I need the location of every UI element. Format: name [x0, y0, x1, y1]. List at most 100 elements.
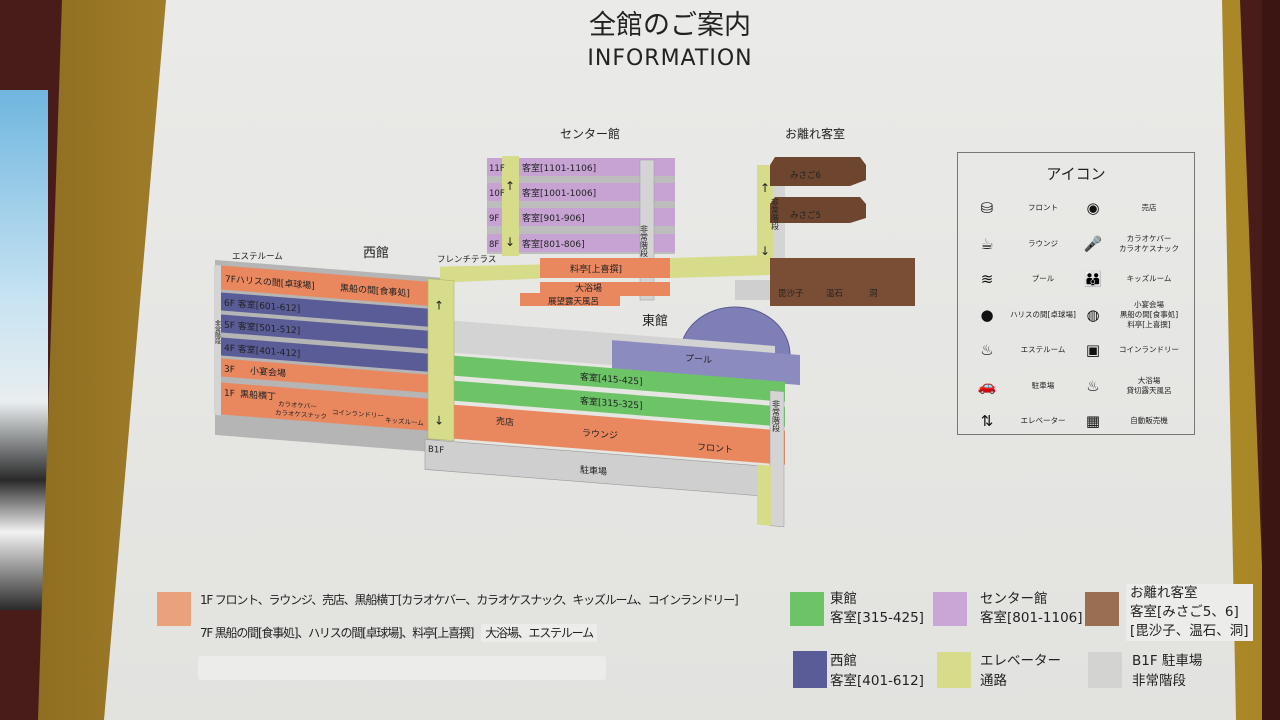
floor-9f [487, 208, 675, 226]
legend-purple-2: 客室[801-1106] [980, 610, 1083, 626]
ryotei-label: 料亭[上喜撰] [570, 263, 622, 275]
stairs-label: 非常階段 [772, 399, 781, 433]
icon-legend-label: 小宴会場 [1134, 299, 1164, 309]
icon-legend-label: 自動販売機 [1130, 416, 1168, 425]
up-arrow-icon: ↑ [434, 298, 444, 313]
icon-legend-label: カラオケバー [1126, 233, 1172, 243]
floor-3f-label: 3F [224, 365, 235, 376]
legend-orange-7f-b: 大浴場、エステルーム [481, 624, 597, 642]
room-label: 温石 [826, 288, 843, 299]
icon-legend-label: コインランドリー [1119, 345, 1179, 354]
icon-legend-label: プール [1031, 274, 1055, 283]
icon-legend-label: 大浴場 [1137, 375, 1161, 385]
legend-orange-7f-row: 7F 黒船の間[食事処]、ハリスの間[卓球場]、料亭[上喜撰] 大浴場、エステル… [200, 624, 597, 642]
stairs-label: 非常階段 [640, 224, 649, 258]
icon-legend-item: 🎤カラオケバーカラオケスナック [1076, 229, 1188, 259]
center-building-label: センター館 [560, 126, 620, 141]
room-label: 洞 [869, 288, 878, 299]
icon-legend-item: ⇅エレベーター [970, 406, 1082, 436]
swatch-green [790, 592, 824, 626]
misago6-label: みさご6 [790, 170, 821, 181]
open-bath-label: 展望露天風呂 [548, 296, 599, 307]
swatch-yellow [937, 652, 971, 688]
room-label: 客室[901-906] [522, 212, 585, 224]
title-en: INFORMATION [587, 46, 752, 71]
down-arrow-icon: ↓ [434, 413, 444, 428]
b1f-label: B1F [428, 445, 444, 456]
kids-room-label: キッズルーム [385, 415, 424, 427]
swimmer-icon: ≋ [980, 270, 994, 288]
pool-label: プール [685, 353, 712, 366]
floor-label: 8F [489, 240, 499, 250]
legend-blue-1: 西館 [830, 653, 857, 669]
karaoke-bar-label: カラオケバー [278, 400, 317, 411]
massage-icon: ♨ [980, 341, 994, 359]
west-elevator [427, 278, 455, 442]
room-label: 客室[1001-1006] [522, 187, 596, 199]
floor-8f [487, 234, 675, 252]
aesthetic-label: エステルーム [232, 252, 283, 262]
icon-legend-label: フロント [1028, 203, 1058, 212]
floor-label: 10F [489, 189, 505, 199]
icon-legend-item: ▣ コインランドリー [1076, 335, 1188, 365]
shop-icon: ◉ [1086, 199, 1100, 217]
icon-legend-item: ♨エステルーム [970, 335, 1082, 365]
washing-machine-icon: ▣ [1085, 341, 1101, 359]
ping-pong-icon: ● [980, 305, 994, 324]
icon-legend-label: 料亭[上喜撰] [1127, 319, 1171, 329]
coffee-cup-icon: ☕ [980, 234, 994, 253]
icon-legend-label: カラオケスナック [1119, 243, 1179, 253]
icon-legend-item: ◉ 売店 [1076, 193, 1188, 223]
icon-legend-item: 👪キッズルーム [1076, 264, 1188, 294]
icon-legend-item: ▦自動販売機 [1076, 406, 1188, 436]
floor-east-4f [440, 354, 785, 402]
down-arrow-icon: ↓ [505, 235, 515, 249]
floor-10f [487, 183, 675, 201]
misago5-label: みさご5 [790, 210, 821, 221]
front-label: フロント [697, 443, 733, 456]
floor-11f [487, 158, 675, 176]
stairs-label: 非常階段 [771, 197, 780, 231]
french-terrace [440, 264, 540, 283]
annex-building: みさご6 みさご5 毘沙子 温石 洞 非常階段 ↑ ↓ [670, 157, 915, 306]
legend-yellow-2: 通路 [980, 673, 1007, 689]
banquet-label: 小宴会場 [250, 365, 286, 380]
up-arrow-icon: ↑ [505, 179, 515, 193]
blank-label-strip [198, 656, 606, 680]
legend-blue-2: 客室[401-612] [830, 673, 924, 689]
floor-7f [220, 265, 440, 307]
icon-legend-item: 🚗駐車場 [970, 371, 1082, 401]
icon-legend-label: 貸切露天風呂 [1126, 385, 1172, 395]
swatch-blue [793, 651, 827, 688]
legend-orange-7f: 7F 黒船の間[食事処]、ハリスの間[卓球場]、料亭[上喜撰] [200, 626, 474, 640]
legend-green-2: 客室[315-425] [830, 610, 924, 626]
legend-orange-1f: 1F フロント、ラウンジ、売店、黒船横丁[カラオケバー、カラオケスナック、キッズ… [200, 593, 739, 607]
elevator-icon: ⇅ [980, 412, 994, 430]
icon-legend-item: ⛁フロント [970, 193, 1082, 223]
icon-legend-label: 売店 [1141, 203, 1157, 212]
parking-label: 駐車場 [580, 464, 607, 478]
legend-yellow-1: エレベーター [980, 653, 1061, 669]
legend-gray-1: B1F 駐車場 [1132, 653, 1203, 669]
west-building: 7Fハリスの間[卓球場] 黒船の間[食事処] 6F 客室[601-612] 5F… [214, 259, 440, 453]
room-label: 客室[1101-1106] [522, 162, 596, 174]
floor-label: 11F [489, 164, 505, 174]
stairs-label: 非常階段 [214, 319, 221, 345]
kids-icon: 👪 [1083, 270, 1103, 288]
floor-4f [220, 337, 440, 373]
center-building: 11F 客室[1101-1106] 10F 客室[1001-1006] 9F 客… [487, 156, 675, 307]
swatch-purple [933, 592, 967, 626]
room-label: 毘沙子 [778, 289, 804, 299]
swatch-orange [157, 592, 191, 626]
floor-east-3f [440, 379, 785, 427]
floor-3f [220, 358, 440, 394]
east-building-label: 東館 [642, 313, 668, 329]
floor-5f [220, 314, 440, 350]
swatch-gray [1088, 652, 1122, 688]
icon-legend-item: ●ハリスの間[卓球場] [970, 300, 1082, 330]
legend-green-1: 東館 [830, 591, 857, 607]
icon-legend-item: ☕ラウンジ [970, 229, 1082, 259]
floor-east-1f [440, 403, 785, 465]
background-poster [0, 90, 48, 610]
icon-legend-label: 駐車場 [1031, 380, 1055, 390]
